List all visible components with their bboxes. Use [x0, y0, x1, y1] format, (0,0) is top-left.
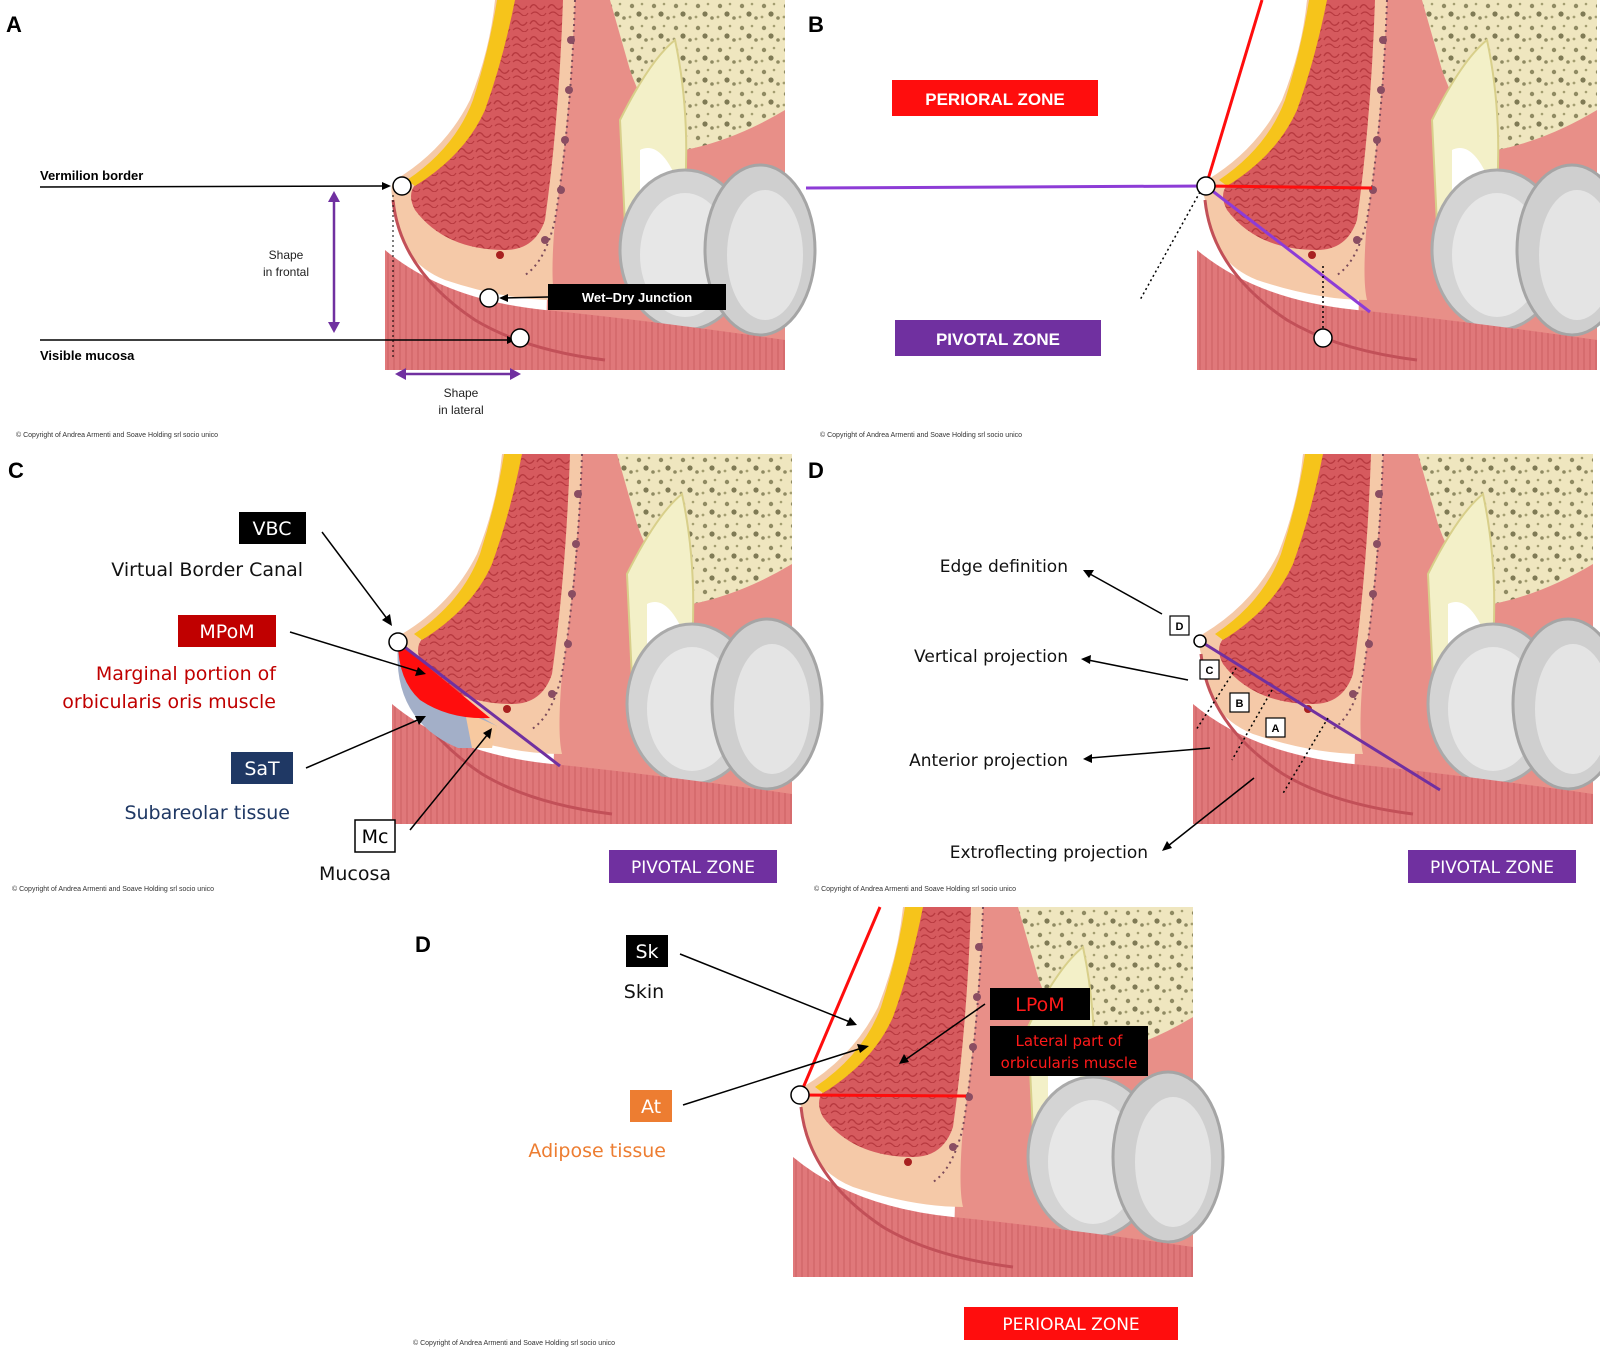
mc-description: Mucosa	[319, 863, 391, 885]
marker-a-box	[1265, 717, 1286, 738]
lpom-description-2: orbicularis muscle	[1001, 1054, 1138, 1072]
pivotal-zone-label-b: PIVOTAL ZONE	[936, 330, 1060, 349]
vermilion-point	[392, 176, 412, 196]
pivotal-zone-badge-d	[1408, 850, 1576, 883]
pivotal-horizontal-line	[805, 184, 1207, 190]
panel-a-letter: A	[6, 12, 22, 37]
vbc-description: Virtual Border Canal	[111, 559, 303, 581]
pivotal-zone-label-c: PIVOTAL ZONE	[631, 858, 755, 878]
panel-a: A Vermilion border Visible mucosa Shape …	[6, 0, 817, 439]
perioral-zone-badge-e	[964, 1307, 1178, 1340]
at-box	[630, 1090, 672, 1122]
vermilion-border-label: Vermilion border	[40, 168, 143, 183]
sat-description: Subareolar tissue	[124, 802, 290, 824]
panel-e-copyright: © Copyright of Andrea Armenti and Soave …	[413, 1339, 615, 1347]
perioral-zone-badge-b	[892, 80, 1098, 116]
marker-b-box	[1229, 692, 1250, 713]
edge-point-d	[1193, 634, 1207, 648]
wet-dry-box	[548, 284, 726, 310]
sk-abbrev: Sk	[635, 941, 658, 963]
shape-frontal-label-1: Shape	[269, 248, 304, 262]
lpom-desc-box	[990, 1026, 1148, 1076]
marker-b-label: B	[1236, 698, 1244, 710]
marker-d-label: D	[1176, 621, 1184, 633]
pivotal-zone-badge-c	[609, 850, 777, 883]
mc-box	[354, 819, 396, 853]
panel-b-copyright: © Copyright of Andrea Armenti and Soave …	[820, 431, 1022, 439]
wet-dry-label: Wet–Dry Junction	[582, 290, 692, 305]
mpom-description-1: Marginal portion of	[96, 663, 277, 685]
vbc-box	[239, 512, 306, 544]
perioral-horizontal-line-e	[799, 1093, 967, 1098]
mc-abbrev: Mc	[362, 826, 389, 848]
extroflecting-projection-label: Extroflecting projection	[950, 843, 1148, 863]
anterior-projection-label: Anterior projection	[909, 751, 1068, 771]
pivot-point-e	[790, 1085, 810, 1105]
panel-e: D Sk Skin LPoM Lateral part of orbicular…	[413, 905, 1225, 1347]
sat-abbrev: SaT	[244, 758, 280, 780]
vbc-point	[388, 632, 408, 652]
sat-box	[231, 752, 293, 784]
mpom-abbrev: MPoM	[199, 621, 254, 643]
sk-box	[626, 935, 668, 967]
perioral-skin-line	[1204, 0, 1264, 187]
panel-a-copyright: © Copyright of Andrea Armenti and Soave …	[16, 431, 218, 439]
marker-d-box	[1169, 615, 1190, 636]
sk-description: Skin	[624, 981, 664, 1003]
marker-c-box	[1199, 659, 1220, 680]
at-description: Adipose tissue	[528, 1140, 666, 1162]
panel-d: D D C B A Edge definition Vertical proje…	[808, 452, 1600, 893]
vbc-abbrev: VBC	[253, 518, 292, 540]
visible-mucosa-point	[510, 328, 530, 348]
panel-e-letter: D	[415, 932, 431, 957]
marker-a-label: A	[1272, 723, 1280, 735]
panel-c-lip-illustration	[390, 452, 824, 826]
edge-definition-label: Edge definition	[940, 557, 1068, 577]
panel-b-letter: B	[808, 12, 824, 37]
wet-dry-point	[479, 288, 499, 308]
mpom-description-2: orbicularis oris muscle	[62, 691, 276, 713]
lpom-box	[990, 988, 1090, 1020]
mucosa-region	[465, 712, 497, 748]
perioral-horizontal-line	[1205, 184, 1373, 190]
vermilion-arrow	[39, 185, 386, 188]
panel-b: B PERIORAL ZONE PIVOTAL ZONE © Copyright…	[805, 0, 1600, 439]
lpom-description-1: Lateral part of	[1016, 1032, 1124, 1050]
panel-c-copyright: © Copyright of Andrea Armenti and Soave …	[12, 885, 214, 893]
pivotal-oblique-line	[1205, 184, 1371, 314]
pivotal-line-d	[1199, 639, 1441, 792]
panel-b-lip-illustration	[1195, 0, 1600, 372]
shape-lateral-label-1: Shape	[444, 386, 479, 400]
mucosa-point-b	[1313, 328, 1333, 348]
shape-frontal-label-2: in frontal	[263, 265, 309, 279]
panel-d-letter: D	[808, 458, 824, 483]
pivotal-zone-badge-b	[895, 320, 1101, 356]
panel-c: C VBC Virtual Border Canal MPoM Marginal…	[8, 452, 824, 893]
panel-d-lip-illustration	[1191, 452, 1600, 826]
lpom-abbrev: LPoM	[1015, 994, 1064, 1016]
vertical-projection-label: Vertical projection	[914, 647, 1068, 667]
pivotal-line-c	[397, 640, 561, 768]
mpom-box	[178, 615, 276, 647]
panel-a-lip-illustration	[383, 0, 817, 372]
shape-lateral-label-2: in lateral	[438, 403, 483, 417]
perioral-zone-label-e: PERIORAL ZONE	[1002, 1315, 1139, 1335]
pivot-point-b	[1196, 176, 1216, 196]
visible-mucosa-label: Visible mucosa	[40, 348, 135, 363]
panel-c-letter: C	[8, 458, 24, 483]
panel-d-copyright: © Copyright of Andrea Armenti and Soave …	[814, 885, 1016, 893]
marker-c-label: C	[1206, 665, 1214, 677]
perioral-zone-label-b: PERIORAL ZONE	[925, 90, 1064, 109]
pivotal-zone-label-d: PIVOTAL ZONE	[1430, 858, 1554, 878]
at-abbrev: At	[641, 1096, 661, 1118]
